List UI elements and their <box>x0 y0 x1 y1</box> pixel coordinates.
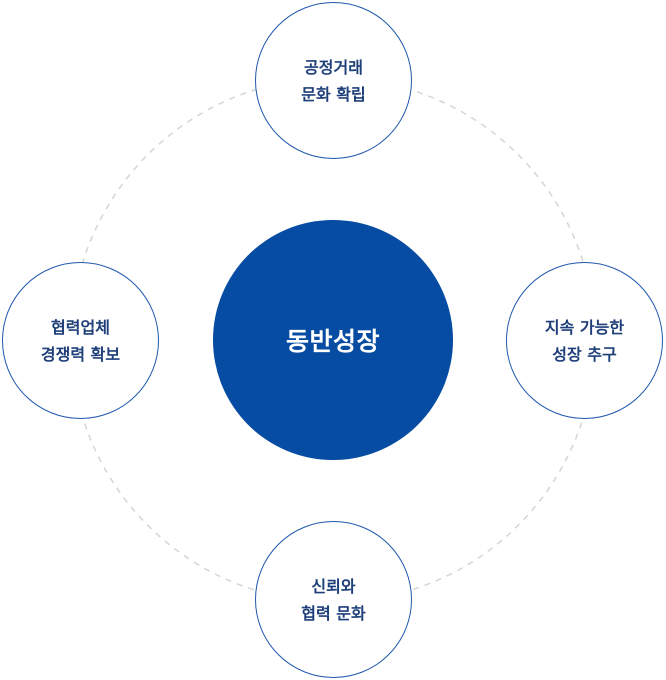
center-circle: 동반성장 <box>213 220 453 460</box>
node-fair-trade-line2: 문화 확립 <box>301 84 366 104</box>
node-fair-trade: 공정거래 문화 확립 <box>255 2 412 159</box>
node-sustainable-growth-line1: 지속 가능한 <box>544 317 625 337</box>
node-sustainable-growth-line2: 성장 추구 <box>552 344 617 364</box>
node-trust-cooperation-line2: 협력 문화 <box>301 603 366 623</box>
node-partner-competitiveness: 협력업체 경쟁력 확보 <box>2 262 159 419</box>
node-trust-cooperation: 신뢰와 협력 문화 <box>255 521 412 678</box>
node-sustainable-growth: 지속 가능한 성장 추구 <box>506 262 663 419</box>
node-fair-trade-line1: 공정거래 <box>304 57 363 77</box>
node-partner-competitiveness-line2: 경쟁력 확보 <box>40 344 121 364</box>
center-label: 동반성장 <box>285 327 380 356</box>
node-partner-competitiveness-line1: 협력업체 <box>51 317 110 337</box>
node-trust-cooperation-line1: 신뢰와 <box>311 576 356 596</box>
